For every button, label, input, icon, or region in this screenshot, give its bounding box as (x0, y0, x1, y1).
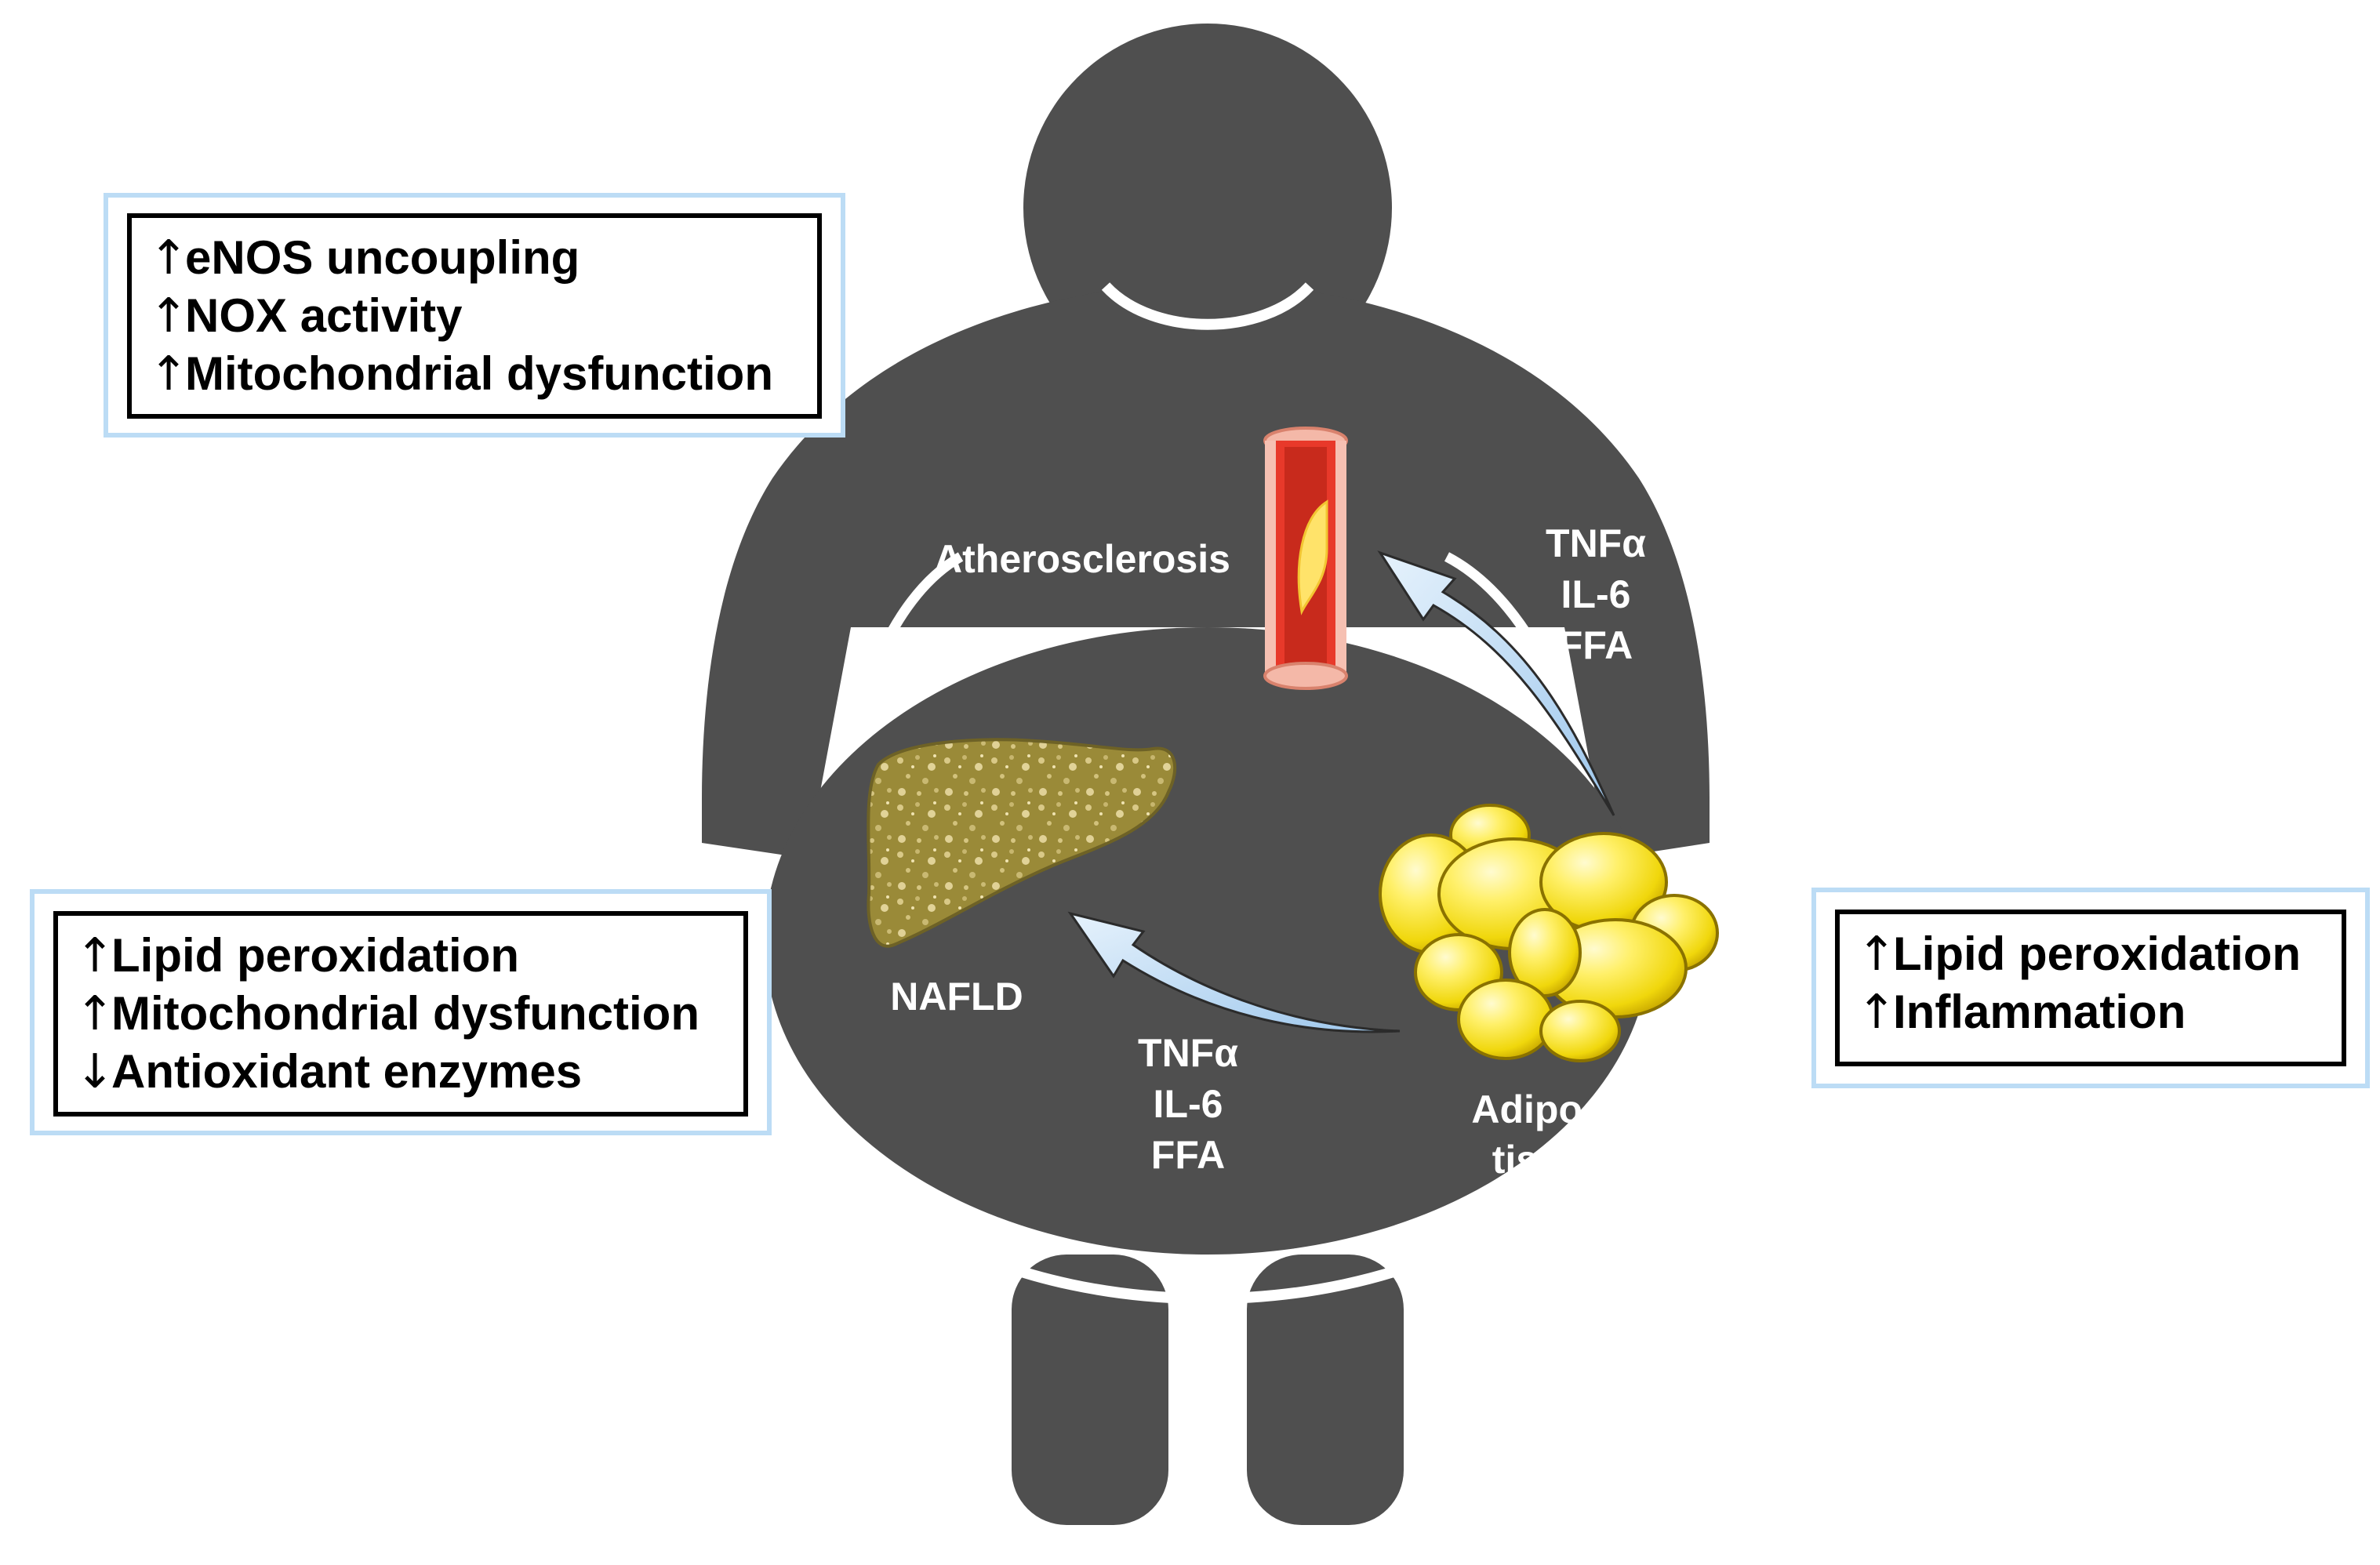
box-line: ↑eNOS uncoupling (149, 231, 580, 285)
upper-torso (702, 290, 1710, 859)
arrow-adipose-to-liver (1067, 911, 1401, 1033)
liver-icon (867, 738, 1177, 948)
box-line: ↑Mitochondrial dysfunction (149, 347, 773, 401)
neck-separator (1101, 282, 1314, 330)
mediator-ffa: FFA (1151, 1133, 1225, 1177)
body-silhouette (702, 24, 1710, 1525)
box-line: ↑Lipid peroxidation (1857, 927, 2301, 982)
atherosclerosis-label: Atherosclerosis (934, 537, 1230, 581)
mediator-tnfa: TNFα (1138, 1031, 1238, 1075)
adipose-tissue-icon (1379, 804, 1719, 1062)
adipose-effects-box: ↑Lipid peroxidation ↑Inflammation (1811, 888, 2370, 1088)
liver-effects-box: ↑Lipid peroxidation ↑Mitochondrial dysfu… (30, 889, 772, 1135)
adipose-label-line1: Adipose (1471, 1088, 1626, 1131)
left-leg (1012, 1255, 1168, 1525)
mediator-ffa: FFA (1559, 623, 1633, 667)
nafld-label: NAFLD (890, 975, 1023, 1019)
mediator-il6: IL-6 (1154, 1082, 1223, 1126)
mediators-to-artery: TNFα IL-6 FFA (1546, 521, 1646, 667)
box-line: ↓Antioxidant enzymes (75, 1044, 583, 1099)
belly-underline (946, 1237, 1470, 1305)
vascular-effects-box: ↑eNOS uncoupling ↑NOX activity ↑Mitochon… (104, 193, 845, 438)
right-leg (1247, 1255, 1404, 1525)
box-line: ↑Lipid peroxidation (75, 928, 519, 983)
box-line: ↑NOX activity (149, 289, 463, 343)
box-line: ↑Mitochondrial dysfunction (75, 986, 699, 1041)
arrow-adipose-to-artery (1377, 550, 1615, 816)
mediator-tnfa: TNFα (1546, 521, 1646, 565)
artery-icon (1263, 427, 1348, 690)
box-line: ↑Inflammation (1857, 985, 2186, 1040)
adipose-label-line2: tissue (1492, 1138, 1606, 1182)
mediators-to-liver: TNFα IL-6 FFA (1138, 1031, 1238, 1177)
mediator-il6: IL-6 (1561, 572, 1631, 616)
